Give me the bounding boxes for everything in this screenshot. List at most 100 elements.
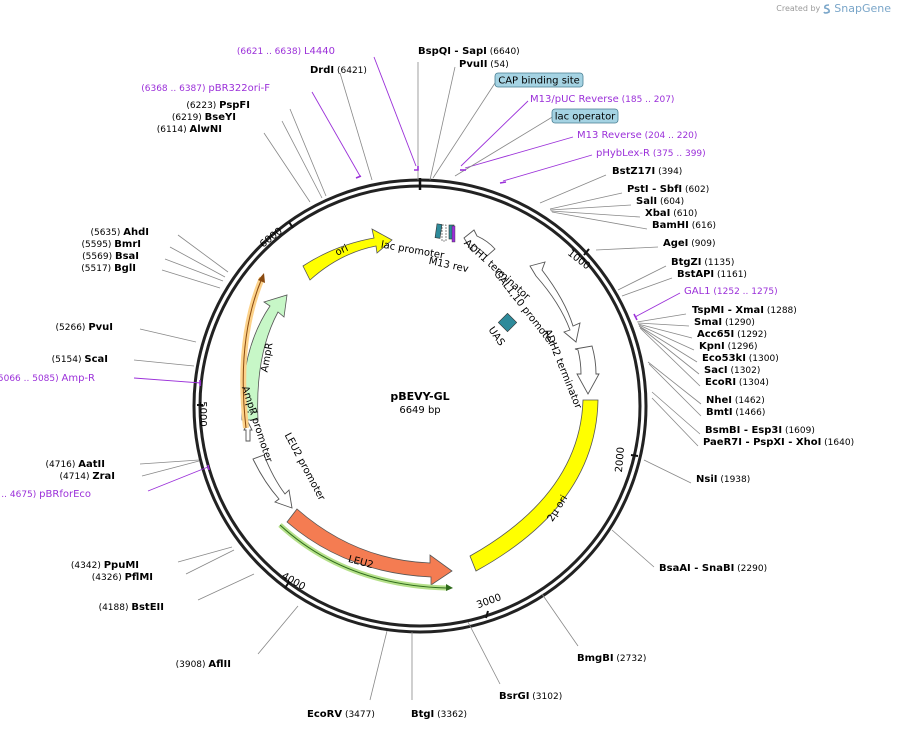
- site-position: (1609): [782, 426, 815, 436]
- site-label-bsmbi-esp3i[interactable]: BsmBI - Esp3I (1609): [705, 425, 815, 436]
- site-name: PvuII: [459, 59, 487, 70]
- site-label-smai[interactable]: SmaI (1290): [694, 317, 755, 328]
- site-label-bsteii[interactable]: (4188) BstEII: [99, 602, 164, 613]
- primer-position: (185 .. 207): [619, 95, 675, 105]
- site-label-ecorv[interactable]: EcoRV (3477): [307, 709, 375, 720]
- site-label-bspqi-sapi[interactable]: BspQI - SapI (6640): [418, 46, 520, 57]
- site-label-bamhi[interactable]: BamHI (616): [652, 220, 716, 231]
- site-label-bsai[interactable]: (5569) BsaI: [82, 251, 139, 262]
- site-label-eco53ki[interactable]: Eco53kI (1300): [702, 353, 779, 364]
- site-label-zrai[interactable]: (4714) ZraI: [60, 471, 115, 482]
- boxed-feature-box[interactable]: [494, 72, 584, 88]
- site-position: (1292): [734, 330, 767, 340]
- site-label-pvui[interactable]: (5266) PvuI: [56, 322, 113, 333]
- site-line: [257, 605, 299, 655]
- site-label-bstz17i[interactable]: BstZ17I (394): [612, 166, 682, 177]
- primer-label-phyblex-r[interactable]: pHybLex-R (375 .. 399): [596, 148, 706, 159]
- feature-adh1-terminator-arrow: [463, 229, 496, 257]
- site-position: (4714): [60, 472, 93, 482]
- site-label-alwni[interactable]: (6114) AlwNI: [157, 124, 222, 135]
- tick-marks: [197, 221, 639, 619]
- site-label-pspfi[interactable]: (6223) PspFI: [186, 100, 250, 111]
- site-label-btgi[interactable]: BtgI (3362): [411, 709, 467, 720]
- site-label-nsii[interactable]: NsiI (1938): [696, 474, 750, 485]
- site-label-xbai[interactable]: XbaI (610): [645, 208, 697, 219]
- site-name: BmgBI: [577, 653, 614, 664]
- primer-label-m13-reverse[interactable]: M13 Reverse (204 .. 220): [577, 130, 697, 141]
- site-name: TspMI - XmaI: [692, 305, 764, 316]
- primer-labels: (6621 .. 6638) L4440 (6368 .. 6387) pBR32…: [0, 46, 778, 500]
- site-position: (4342): [71, 561, 104, 571]
- site-label-aatii[interactable]: (4716) AatII: [45, 459, 105, 470]
- site-label-aflii[interactable]: (3908) AflII: [176, 659, 231, 670]
- site-label-ahdi[interactable]: (5635) AhdI: [90, 227, 149, 238]
- site-line: [263, 132, 311, 203]
- boxed-feature-box[interactable]: [551, 108, 619, 124]
- site-label-bmgbi[interactable]: BmgBI (2732): [577, 653, 646, 664]
- primer-line: [464, 136, 574, 169]
- primer-label-l4440[interactable]: (6621 .. 6638) L4440: [237, 46, 335, 57]
- site-line: [636, 313, 687, 323]
- site-label-saci[interactable]: SacI (1302): [704, 365, 760, 376]
- primer-name: M13/pUC Reverse: [530, 94, 619, 105]
- site-label-bsrgi[interactable]: BsrGI (3102): [499, 691, 562, 702]
- site-label-paer7i-pspxi-xhoi[interactable]: PaeR7I - PspXI - XhoI (1640): [703, 437, 854, 448]
- site-label-agei[interactable]: AgeI (909): [663, 238, 715, 249]
- site-line: [161, 269, 221, 289]
- site-label-bseyi[interactable]: (6219) BseYI: [172, 112, 236, 123]
- primer-lines: [133, 56, 681, 492]
- site-label-sali[interactable]: SalI (604): [636, 196, 684, 207]
- site-position: (4326): [92, 573, 125, 583]
- site-label-acc65i[interactable]: Acc65I (1292): [697, 329, 767, 340]
- site-label-kpni[interactable]: KpnI (1296): [699, 341, 758, 352]
- site-position: (3362): [434, 710, 467, 720]
- feature-label-m13-rev: M13 rev: [428, 256, 470, 275]
- site-label-pvuii[interactable]: PvuII (54): [459, 59, 509, 70]
- primer-label-pbr322ori-f[interactable]: (6368 .. 6387) pBR322ori-F: [141, 83, 270, 94]
- site-label-bstapi[interactable]: BstAPI (1161): [677, 269, 747, 280]
- primer-label-pbrforeco[interactable]: (4657 .. 4675) pBRforEco: [0, 489, 91, 500]
- site-name: BspQI - SapI: [418, 46, 487, 57]
- site-name: BsaAI - SnaBI: [659, 563, 734, 574]
- tick-label: 4000: [279, 571, 307, 593]
- site-line: [281, 120, 323, 199]
- site-position: (1938): [717, 475, 750, 485]
- plasmid-name: pBEVY-GL: [390, 390, 449, 403]
- site-position: (1135): [702, 258, 735, 268]
- feature-leu2-arrow: [286, 508, 453, 586]
- primer-line: [634, 292, 681, 318]
- primer-line: [133, 377, 202, 384]
- site-label-drdi[interactable]: DrdI (6421): [310, 65, 367, 76]
- site-position: (616): [689, 221, 716, 231]
- site-label-scai[interactable]: (5154) ScaI: [52, 354, 108, 365]
- primer-label-amp-r[interactable]: (5066 .. 5085) Amp-R: [0, 373, 95, 384]
- site-name: AatII: [78, 459, 105, 470]
- site-label-bmri[interactable]: (5595) BmrI: [82, 239, 142, 250]
- site-name: AhdI: [123, 227, 149, 238]
- site-label-pflmi[interactable]: (4326) PflMI: [92, 572, 153, 583]
- feature-label-uas: UAS: [486, 325, 507, 348]
- site-label-ecori[interactable]: EcoRI (1304): [705, 377, 769, 388]
- site-lines: [133, 62, 702, 701]
- site-label-bsaai-snabi[interactable]: BsaAI - SnaBI (2290): [659, 563, 767, 574]
- site-position: (1161): [714, 270, 747, 280]
- site-position: (1300): [746, 354, 779, 364]
- snapgene-logo-icon: [823, 3, 831, 14]
- site-label-bmti[interactable]: BmtI (1466): [706, 407, 765, 418]
- site-label-btgzi[interactable]: BtgZI (1135): [671, 257, 734, 268]
- site-label-nhei[interactable]: NheI (1462): [706, 395, 765, 406]
- site-line: [177, 234, 229, 273]
- site-position: (6114): [157, 125, 190, 135]
- site-label-tspmi-xmai[interactable]: TspMI - XmaI (1288): [692, 305, 797, 316]
- site-position: (2732): [614, 654, 647, 664]
- site-name: EcoRI: [705, 377, 736, 388]
- primer-label-gal1[interactable]: GAL1 (1252 .. 1275): [684, 286, 778, 297]
- site-label-ppumi[interactable]: (4342) PpuMI: [71, 560, 139, 571]
- site-name: NheI: [706, 395, 732, 406]
- site-position: (909): [688, 239, 715, 249]
- site-position: (1466): [733, 408, 766, 418]
- site-line: [648, 363, 702, 417]
- site-label-bgli[interactable]: (5517) BglI: [81, 263, 136, 274]
- site-label-psti-sbfi[interactable]: PstI - SbfI (602): [627, 184, 709, 195]
- primer-label-m13-puc-reverse[interactable]: M13/pUC Reverse (185 .. 207): [530, 94, 674, 105]
